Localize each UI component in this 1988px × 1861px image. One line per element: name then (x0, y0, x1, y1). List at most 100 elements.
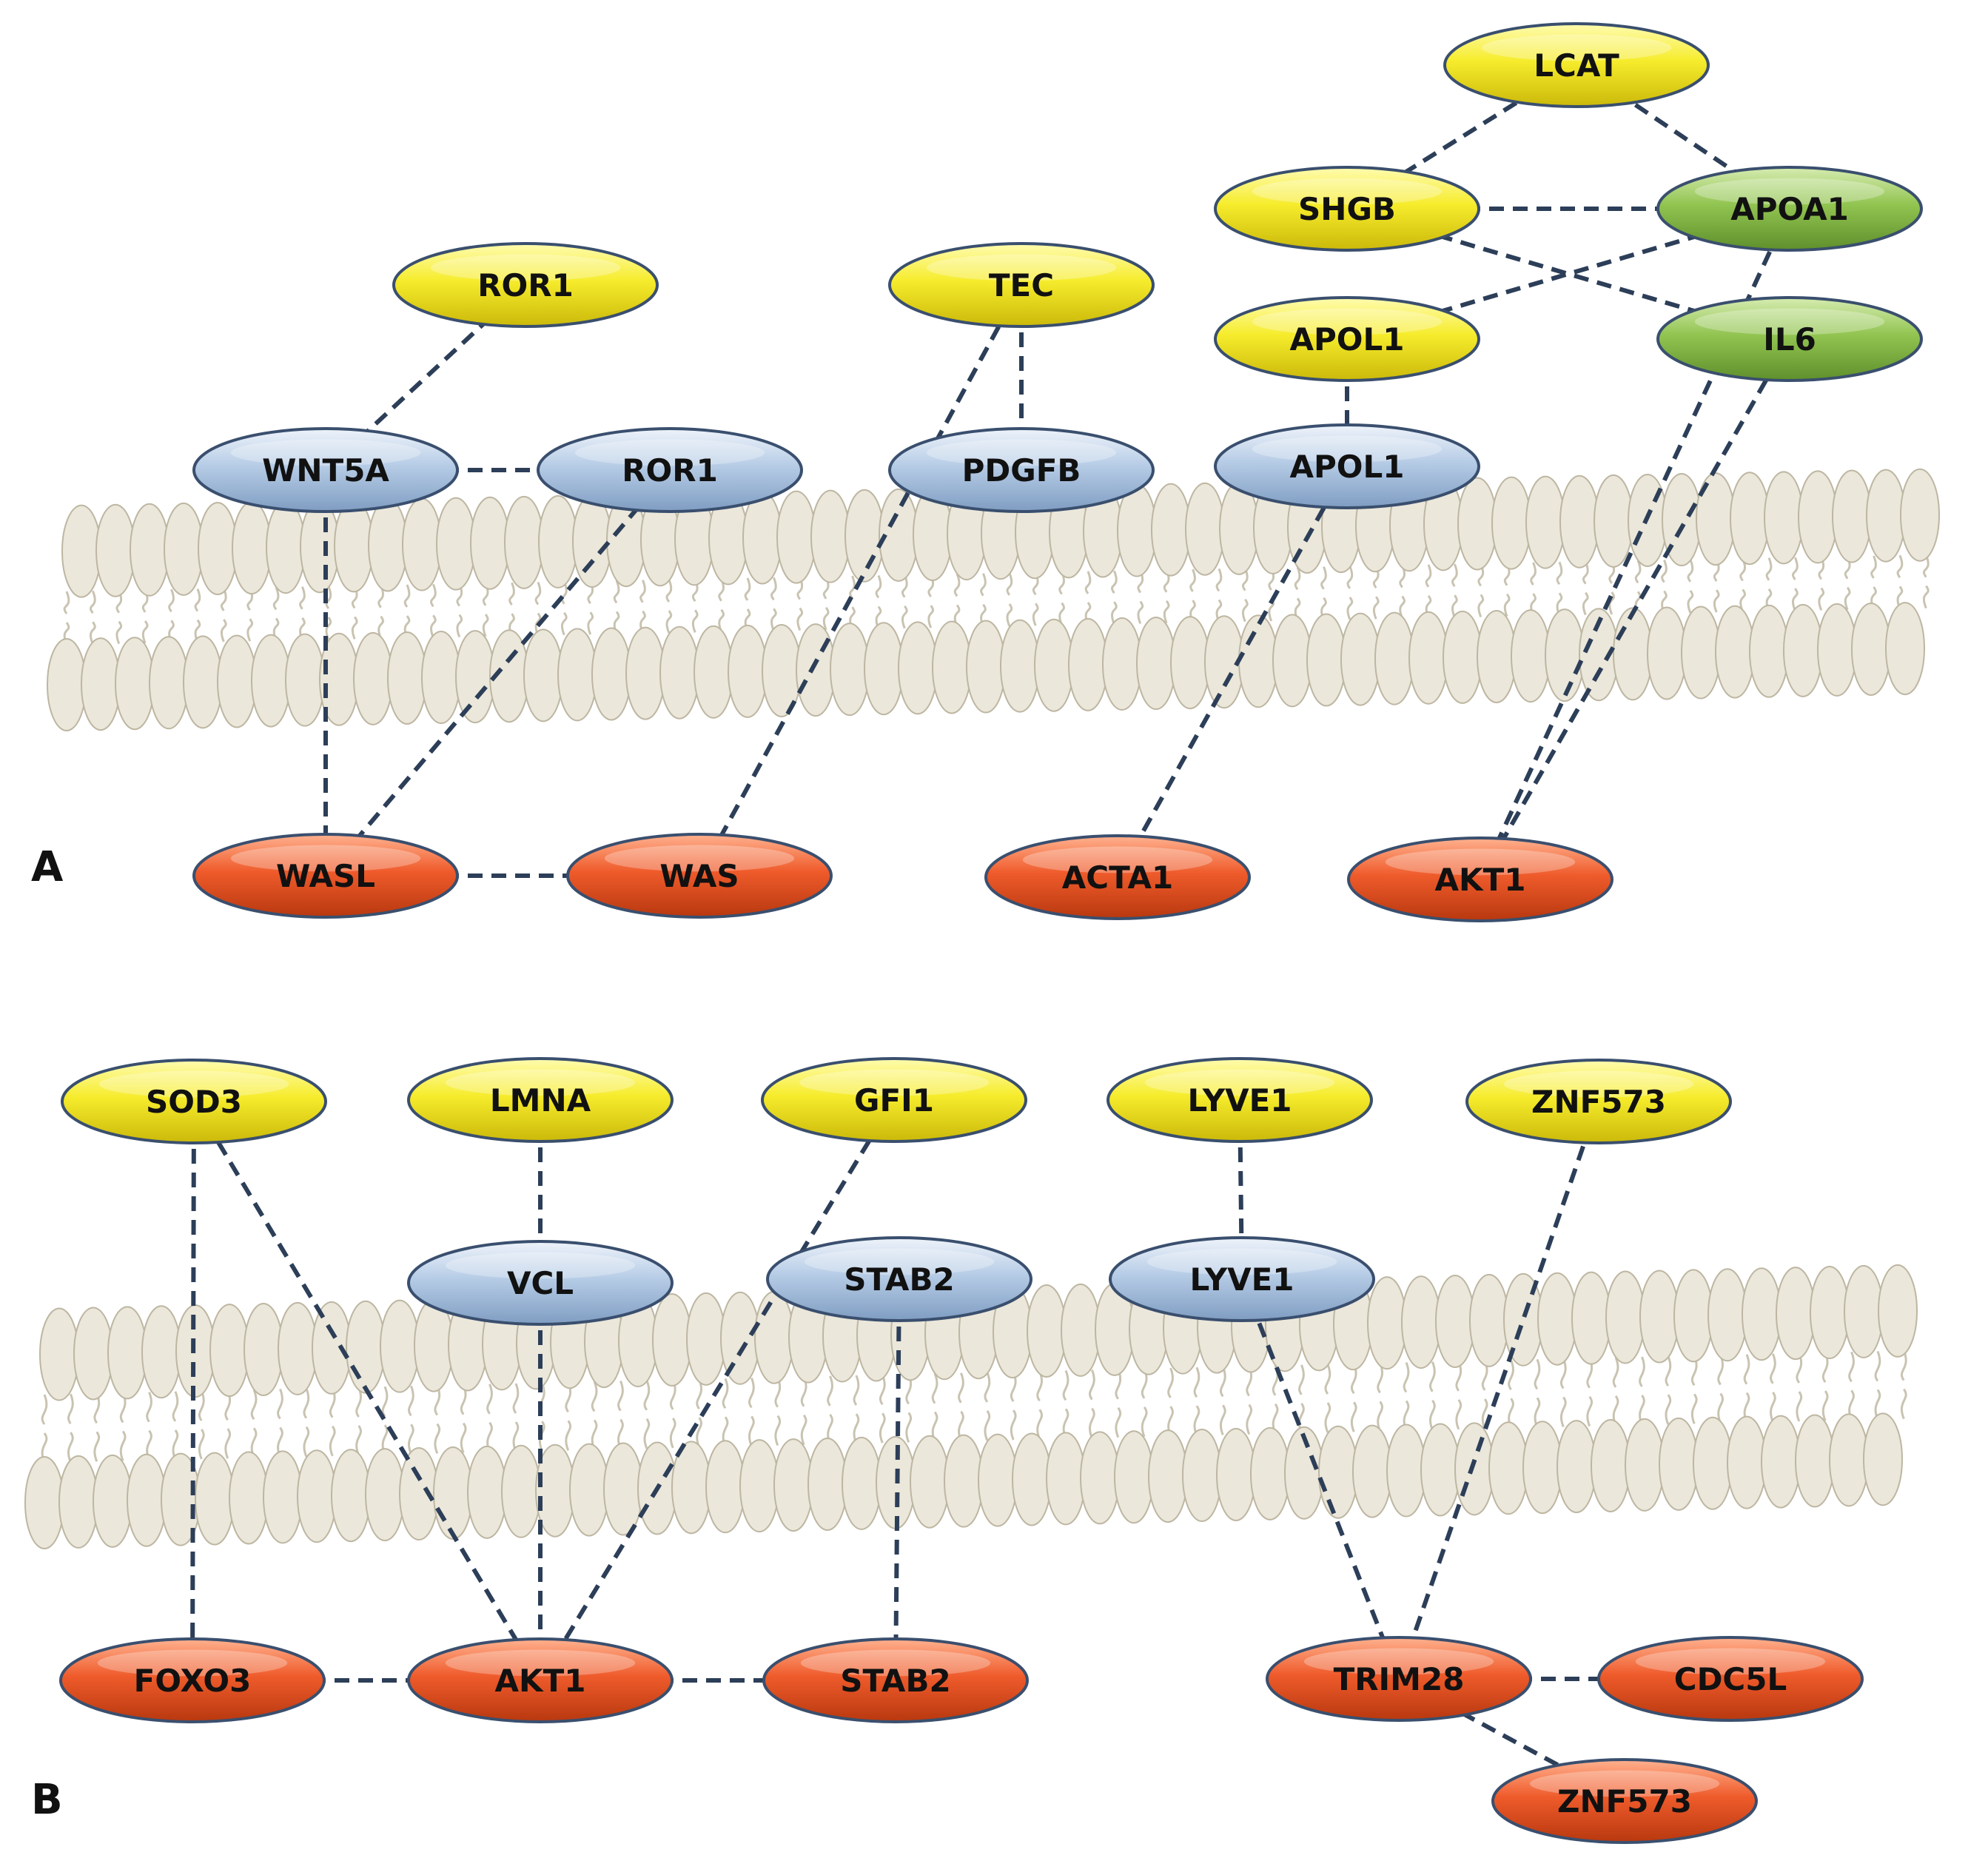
node-ellipse (1491, 1758, 1758, 1844)
panel-label-a: A (31, 843, 64, 891)
node-label: AKT1 (495, 1663, 586, 1699)
node-ellipse (1214, 296, 1480, 382)
edge-il6-akt1 (1478, 338, 1792, 881)
node-yellow-tec[interactable]: TEC (888, 242, 1155, 328)
node-ellipse (984, 834, 1251, 920)
node-label: APOA1 (1730, 191, 1849, 227)
edge-gfi1-akt1 (538, 1099, 896, 1682)
node-highlight (1503, 1070, 1694, 1098)
node-yellow-shgb[interactable]: SHGB (1214, 166, 1480, 252)
node-blue-wnt5a[interactable]: WNT5A (192, 427, 459, 513)
node-label: APOL1 (1290, 321, 1405, 358)
node-label: ZNF573 (1531, 1084, 1666, 1120)
node-yellow-lcat[interactable]: LCAT (1443, 22, 1710, 108)
node-label: WAS (659, 858, 739, 894)
node-highlight (1635, 1648, 1826, 1675)
node-blue-lyve1[interactable]: LYVE1 (1109, 1236, 1375, 1322)
node-red-trim28[interactable]: TRIM28 (1266, 1636, 1532, 1722)
node-blue-apol1[interactable]: APOL1 (1214, 423, 1480, 509)
node-highlight (1144, 1069, 1335, 1096)
node-highlight (445, 1649, 636, 1677)
node-highlight (1481, 34, 1672, 61)
node-ellipse (407, 1240, 674, 1326)
node-red-was[interactable]: WAS (566, 833, 833, 919)
node-ellipse (59, 1637, 326, 1723)
node-ellipse (888, 242, 1155, 328)
node-label: CDC5L (1674, 1661, 1787, 1697)
node-label: STAB2 (844, 1261, 954, 1298)
node-yellow-gfi1[interactable]: GFI1 (761, 1057, 1027, 1143)
node-ellipse (1465, 1059, 1732, 1144)
node-ellipse (537, 427, 803, 513)
node-blue-stab2[interactable]: STAB2 (766, 1236, 1032, 1322)
edge-lyve1-trim28 (1240, 1278, 1401, 1680)
node-highlight (1146, 1248, 1337, 1275)
node-highlight (445, 1252, 636, 1279)
node-blue-ror1[interactable]: ROR1 (537, 427, 803, 513)
node-highlight (1694, 308, 1885, 335)
node-highlight (230, 439, 421, 466)
node-yellow-znf573[interactable]: ZNF573 (1465, 1059, 1732, 1144)
node-ellipse (1597, 1636, 1864, 1722)
node-blue-vcl[interactable]: VCL (407, 1240, 674, 1326)
node-label: TRIM28 (1334, 1661, 1465, 1697)
node-red-wasl[interactable]: WASL (192, 833, 459, 919)
node-ellipse (407, 1637, 674, 1723)
node-highlight (230, 845, 421, 872)
node-highlight (926, 439, 1117, 466)
edge-znf573-trim28 (1397, 1101, 1601, 1680)
node-highlight (1252, 308, 1443, 335)
node-highlight (1694, 178, 1885, 205)
node-highlight (799, 1069, 990, 1096)
node-ellipse (61, 1059, 327, 1144)
node-yellow-sod3[interactable]: SOD3 (61, 1059, 327, 1144)
node-ellipse (1656, 166, 1923, 252)
node-red-akt1[interactable]: AKT1 (1347, 836, 1613, 922)
node-highlight (1529, 1770, 1720, 1797)
edge-tec-was (697, 284, 1024, 877)
node-ellipse (1214, 166, 1480, 252)
node-label: IL6 (1763, 321, 1816, 358)
node-yellow-ror1[interactable]: ROR1 (392, 242, 659, 328)
node-label: VCL (507, 1265, 574, 1301)
node-label: SHGB (1298, 191, 1396, 227)
node-highlight (98, 1070, 289, 1098)
panel-label-b: B (31, 1776, 63, 1824)
node-ellipse (761, 1057, 1027, 1143)
node-ellipse (407, 1057, 674, 1143)
edge-apol1-acta1 (1115, 465, 1349, 879)
node-yellow-apol1[interactable]: APOL1 (1214, 296, 1480, 382)
edge-sod3-akt1 (192, 1100, 543, 1682)
node-yellow-lyve1[interactable]: LYVE1 (1107, 1057, 1373, 1143)
node-label: FOXO3 (134, 1663, 252, 1699)
node-red-acta1[interactable]: ACTA1 (984, 834, 1251, 920)
edge-stab2-stab2 (893, 1278, 901, 1681)
node-red-foxo3[interactable]: FOXO3 (59, 1637, 326, 1723)
node-label: ZNF573 (1557, 1783, 1692, 1820)
node-label: ROR1 (622, 452, 718, 489)
node-ellipse (1443, 22, 1710, 108)
node-red-znf573[interactable]: ZNF573 (1491, 1758, 1758, 1844)
node-red-stab2[interactable]: STAB2 (762, 1637, 1029, 1723)
node-label: WASL (276, 858, 375, 894)
node-yellow-lmna[interactable]: LMNA (407, 1057, 674, 1143)
node-red-cdc5l[interactable]: CDC5L (1597, 1636, 1864, 1722)
node-ellipse (1347, 836, 1613, 922)
node-highlight (97, 1649, 288, 1677)
node-ellipse (1266, 1636, 1532, 1722)
node-green-il6[interactable]: IL6 (1656, 296, 1923, 382)
node-highlight (1022, 846, 1213, 874)
node-highlight (1303, 1648, 1494, 1675)
node-ellipse (192, 833, 459, 919)
node-green-apoa1[interactable]: APOA1 (1656, 166, 1923, 252)
node-red-akt1[interactable]: AKT1 (407, 1637, 674, 1723)
node-label: ACTA1 (1062, 859, 1173, 896)
node-label: LCAT (1534, 47, 1619, 84)
edge-ror1-wasl (323, 469, 672, 877)
node-ellipse (1656, 296, 1923, 382)
node-blue-pdgfb[interactable]: PDGFB (888, 427, 1155, 513)
node-label: TEC (989, 267, 1054, 304)
